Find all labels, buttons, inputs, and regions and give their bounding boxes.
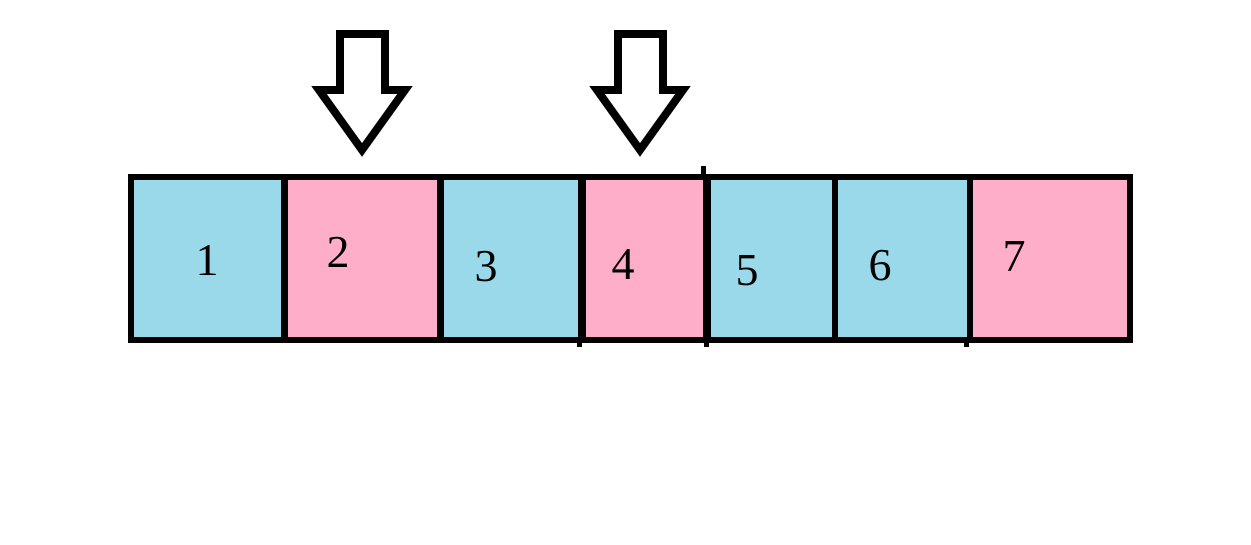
divider-overshoot-mark [701, 166, 706, 176]
array-cell-3: 3 [444, 180, 578, 337]
array-cell-1: 1 [134, 180, 281, 337]
cell-number: 2 [326, 226, 350, 277]
cell-number: 1 [195, 234, 219, 285]
array-cell-6: 6 [838, 180, 967, 337]
cell-number: 4 [611, 238, 635, 289]
array-cell-2: 2 [288, 180, 437, 337]
array-cell-4: 4 [586, 180, 703, 337]
cell-number: 7 [1002, 230, 1026, 281]
array-row: 1 2 3 4 5 6 7 [128, 174, 1133, 343]
divider-overshoot-mark [964, 341, 969, 347]
divider-overshoot-mark [577, 341, 582, 347]
array-cell-7: 7 [973, 180, 1127, 337]
divider-overshoot-mark [704, 341, 709, 347]
down-arrow-icon [589, 30, 691, 157]
cell-number: 5 [735, 244, 759, 295]
cell-number: 3 [474, 240, 498, 291]
cell-number: 6 [868, 239, 892, 290]
array-cell-5: 5 [711, 180, 832, 337]
down-arrow-icon [311, 30, 413, 157]
